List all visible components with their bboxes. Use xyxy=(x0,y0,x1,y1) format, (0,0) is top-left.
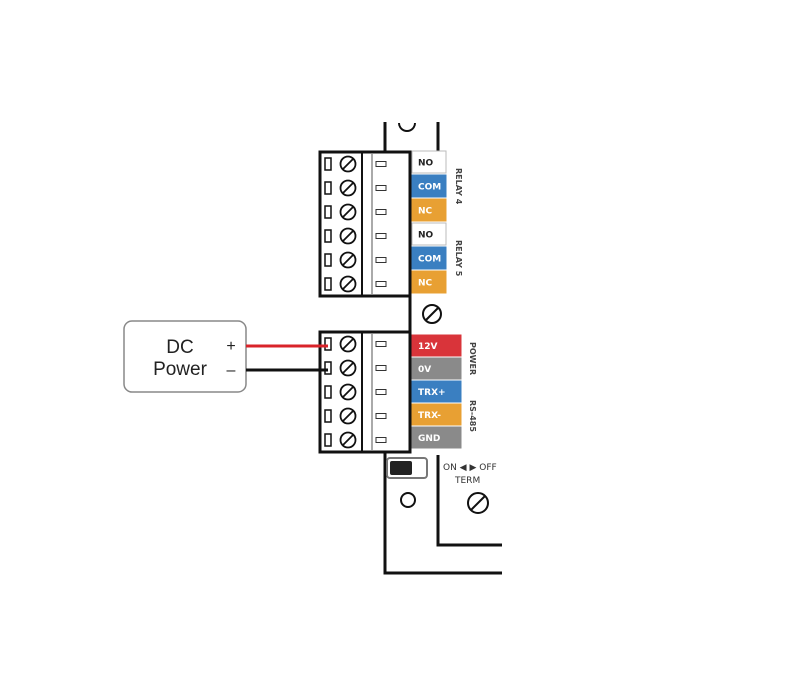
relay-label-nc-3: NC xyxy=(411,198,447,222)
svg-text:NO: NO xyxy=(418,231,434,241)
relay-terminal-5[interactable] xyxy=(324,251,387,269)
power-terminal-3[interactable] xyxy=(324,383,387,401)
term-switch[interactable] xyxy=(386,457,428,479)
power-group-label: POWER xyxy=(468,342,477,375)
svg-text:NO: NO xyxy=(418,159,434,169)
svg-text:COM: COM xyxy=(418,255,441,265)
power-terminal-1[interactable] xyxy=(324,335,387,353)
power-labels: 12V 0V TRX+ TRX- GND xyxy=(411,334,462,449)
power-label-gnd-5: GND xyxy=(411,426,462,449)
power-terminal-4[interactable] xyxy=(324,407,387,425)
power-terminal-block xyxy=(318,330,412,454)
board-screw-icon xyxy=(422,304,442,324)
term-switch-label: TERM xyxy=(454,476,480,486)
svg-text:NC: NC xyxy=(418,207,433,217)
psu-label-line1: DC xyxy=(166,337,193,358)
svg-text:COM: COM xyxy=(418,183,441,193)
svg-text:GND: GND xyxy=(418,434,440,444)
power-terminal-2[interactable] xyxy=(324,359,387,377)
relay-4-label: RELAY 4 xyxy=(454,168,463,205)
mounting-hole-top xyxy=(398,122,416,132)
psu-plus-sign: + xyxy=(226,338,235,355)
relay-5-label: RELAY 5 xyxy=(454,240,463,277)
svg-text:TRX+: TRX+ xyxy=(418,388,446,398)
rs485-group-label: RS-485 xyxy=(468,400,477,432)
relay-label-com-2: COM xyxy=(411,174,447,198)
psu-minus-sign: – xyxy=(227,362,236,379)
relay-terminal-6[interactable] xyxy=(324,275,387,293)
power-label-12v-1: 12V xyxy=(411,334,462,357)
relay-terminal-block xyxy=(318,150,412,298)
relay-terminal-3[interactable] xyxy=(324,203,387,221)
relay-label-no-4: NO xyxy=(411,222,447,246)
relay-label-nc-6: NC xyxy=(411,270,447,294)
power-label-0v-2: 0V xyxy=(411,357,462,380)
svg-text:NC: NC xyxy=(418,279,433,289)
relay-terminal-1[interactable] xyxy=(324,155,387,173)
power-label-trx-4: TRX- xyxy=(411,403,462,426)
power-label-trx-3: TRX+ xyxy=(411,380,462,403)
relay-label-no-1: NO xyxy=(411,150,447,174)
svg-text:TRX-: TRX- xyxy=(418,411,441,421)
term-switch-state: ON ◀ ▶ OFF xyxy=(443,463,497,473)
dc-power-supply: DC Power + – xyxy=(123,320,247,393)
psu-label-line2: Power xyxy=(153,359,208,380)
mounting-hole-bottom xyxy=(400,492,416,508)
svg-text:0V: 0V xyxy=(418,365,431,375)
relay-labels: NO COM NC NO COM NC xyxy=(411,150,447,294)
relay-terminal-4[interactable] xyxy=(324,227,387,245)
relay-terminal-2[interactable] xyxy=(324,179,387,197)
relay-label-com-5: COM xyxy=(411,246,447,270)
svg-text:12V: 12V xyxy=(418,342,438,352)
power-terminal-5[interactable] xyxy=(324,431,387,449)
term-screw-icon xyxy=(467,492,489,514)
